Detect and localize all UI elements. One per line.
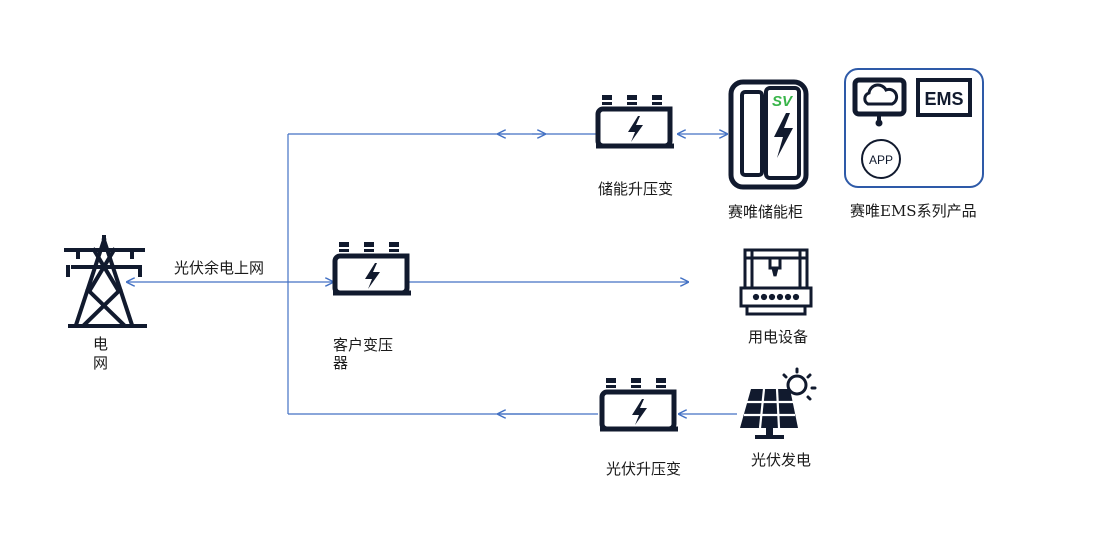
battery-cabinet-icon: SV [728,79,809,190]
pv-surplus-label: 光伏余电上网 [174,259,265,277]
load-equipment-label: 用电设备 [748,328,809,346]
pv-step-up-label: 光伏升压变 [606,460,682,478]
customer-transformer-label-line2: 器 [333,354,349,372]
power-tower-icon [64,235,147,328]
storage-cabinet-label: 赛唯储能柜 [728,203,804,221]
app-icon-text: APP [869,153,893,167]
customer-transformer-label-line1: 客户变压 [333,336,394,354]
cloud-monitor-icon [852,77,907,127]
ems-icon-text: EMS [924,89,963,109]
cabinet-logo-text: SV [772,93,794,110]
grid-label-line2: 网 [93,354,109,372]
grid-label-line1: 电 [93,335,109,353]
customer-transformer-icon [333,242,411,293]
ems-products-label: 赛唯EMS系列产品 [850,202,977,220]
ems-icon: EMS [916,78,972,117]
connection-lines [127,134,737,414]
app-icon: APP [861,139,901,179]
pv-generation-label: 光伏发电 [751,451,812,469]
storage-transformer-icon [596,95,674,146]
solar-panel-icon [740,367,817,439]
machine-tool-icon [739,248,813,316]
ems-products-box [844,68,984,188]
pv-transformer-icon [600,378,678,429]
storage-step-up-label: 储能升压变 [598,180,674,198]
